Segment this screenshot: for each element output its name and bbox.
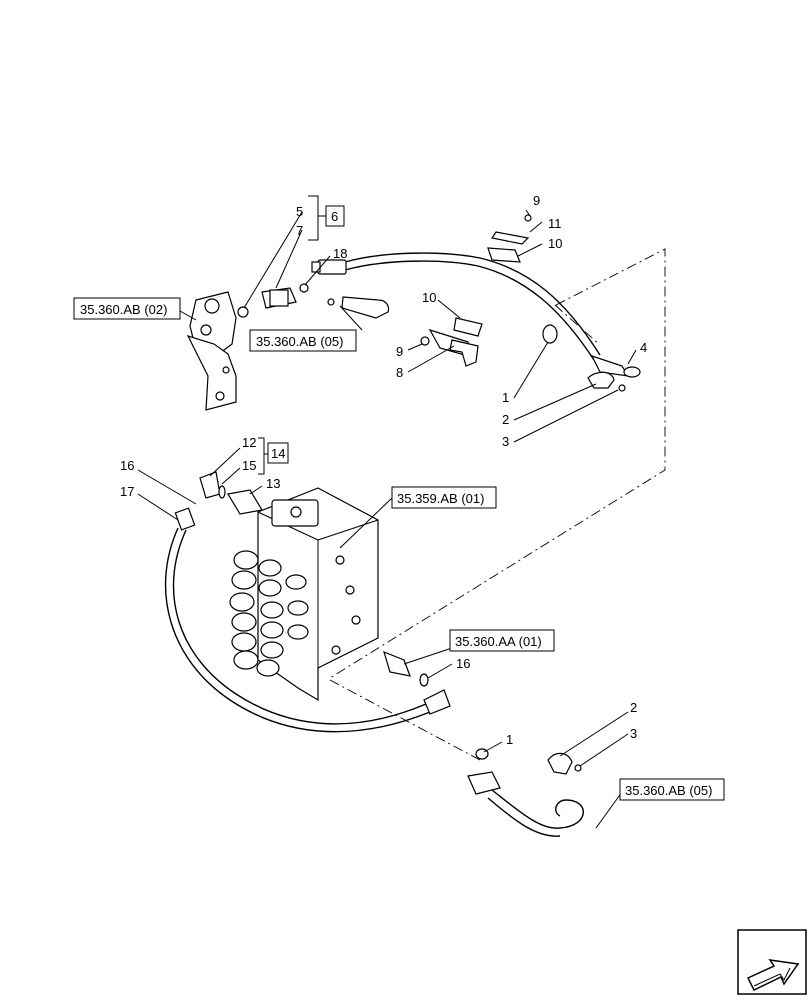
upper-fittings xyxy=(237,283,390,319)
callout-17: 17 xyxy=(120,484,134,499)
callout-6: 6 xyxy=(331,209,338,224)
lower-hose xyxy=(164,527,451,733)
callout-7: 7 xyxy=(296,223,303,238)
lower-right-parts xyxy=(467,748,584,837)
callout-11: 11 xyxy=(548,216,562,231)
callout-4: 4 xyxy=(640,340,647,355)
callout-5: 5 xyxy=(296,204,303,219)
aa01-fitting xyxy=(383,650,429,687)
callout-1-bottom: 1 xyxy=(506,732,513,747)
ref-35-360-ab-05-bottom[interactable]: 35.360.AB (05) xyxy=(625,783,712,798)
left-fittings xyxy=(174,471,263,531)
callout-16-left: 16 xyxy=(120,458,134,473)
top-clamp xyxy=(487,214,532,263)
callout-2-bottom: 2 xyxy=(630,700,637,715)
callout-14: 14 xyxy=(271,446,285,461)
pedal-valve xyxy=(186,291,237,411)
arrow-nav-icon[interactable] xyxy=(737,929,807,995)
callout-15: 15 xyxy=(242,458,256,473)
ref-35-360-ab-05-top[interactable]: 35.360.AB (05) xyxy=(256,334,343,349)
control-valve-block xyxy=(229,487,379,702)
mid-bracket xyxy=(420,317,483,367)
callout-10-mid: 10 xyxy=(422,290,436,305)
callout-2-top: 2 xyxy=(502,412,509,427)
upper-hose xyxy=(311,252,641,378)
callout-18: 18 xyxy=(333,246,347,261)
callout-16-right: 16 xyxy=(456,656,470,671)
callout-9-mid: 9 xyxy=(396,344,403,359)
callout-1-top: 1 xyxy=(502,390,509,405)
callout-3-top: 3 xyxy=(502,434,509,449)
spools xyxy=(229,550,309,677)
ref-35-360-ab-02[interactable]: 35.360.AB (02) xyxy=(80,302,167,317)
ref-35-359-ab-01[interactable]: 35.359.AB (01) xyxy=(397,491,484,506)
reference-boxes: 35.360.AB (02) 35.360.AB (05) 35.359.AB … xyxy=(73,297,725,801)
leader-lines xyxy=(137,195,637,829)
callout-12: 12 xyxy=(242,435,256,450)
callout-3-bottom: 3 xyxy=(630,726,637,741)
guide-lines xyxy=(329,248,666,761)
callout-9-top: 9 xyxy=(533,193,540,208)
callout-13: 13 xyxy=(266,476,280,491)
upper-right-clamp xyxy=(542,324,626,392)
boxed-callouts: 6 14 xyxy=(267,205,345,464)
callout-8: 8 xyxy=(396,365,403,380)
callout-10-top: 10 xyxy=(548,236,562,251)
ref-35-360-aa-01[interactable]: 35.360.AA (01) xyxy=(455,634,542,649)
callouts: 9 11 10 5 7 18 10 9 8 4 1 2 3 12 15 16 1… xyxy=(120,193,647,747)
